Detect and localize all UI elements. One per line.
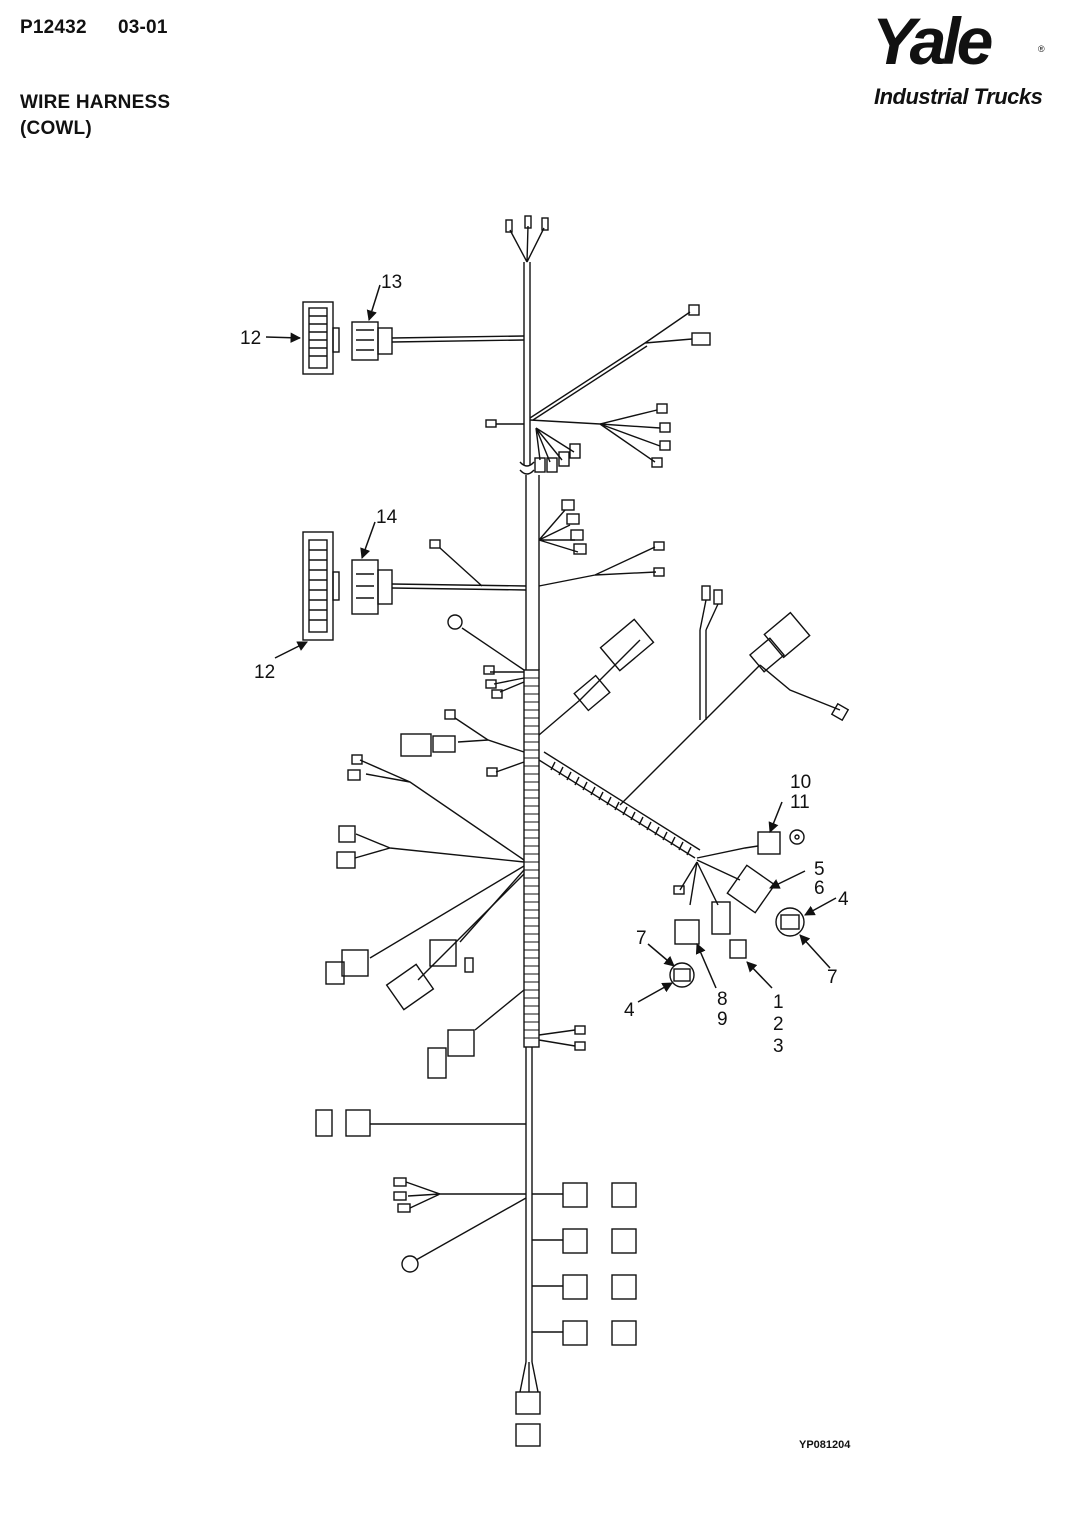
connector-12-upper	[302, 301, 340, 375]
arrow-14	[360, 521, 376, 559]
callout-3: 3	[773, 1036, 784, 1057]
diagonal-sleeve-branch	[538, 585, 850, 859]
arrow-4-right	[804, 897, 837, 916]
logo-wordmark: Yale	[872, 4, 993, 78]
arrow-5-6	[769, 870, 806, 889]
diagonal-right-connector	[538, 618, 655, 736]
document-number: P12432	[20, 17, 87, 38]
left-long-branches	[325, 754, 586, 1079]
logo-subtitle: Industrial Trucks	[874, 84, 1043, 109]
callout-11: 11	[790, 792, 810, 813]
bottom-connector	[515, 1361, 541, 1447]
callout-7-left: 7	[636, 928, 647, 949]
right-connector-cluster	[669, 829, 805, 988]
callout-6: 6	[814, 878, 825, 899]
callout-8: 8	[717, 989, 728, 1010]
top-terminal-leads	[505, 215, 549, 263]
callout-4-left: 4	[624, 1000, 635, 1021]
callout-9: 9	[717, 1009, 728, 1030]
callout-12-lower: 12	[254, 662, 275, 683]
callout-4-right: 4	[838, 889, 849, 910]
ring-terminal-branch	[447, 614, 525, 699]
branch-right-terminal-cluster	[538, 499, 665, 587]
left-connector-pair	[400, 709, 525, 777]
callout-12-upper: 12	[240, 328, 261, 349]
figure-code: YP081204	[799, 1439, 851, 1451]
lower-left-terminals	[393, 1177, 527, 1273]
connector-14	[351, 539, 527, 615]
arrow-1-2-3	[746, 961, 773, 989]
lower-right-connectors	[532, 1182, 637, 1346]
callout-1: 1	[773, 992, 784, 1013]
main-trunk	[523, 262, 540, 1362]
arrow-10-11	[768, 801, 783, 833]
arrow-4-left	[637, 982, 673, 1003]
registered-mark: ®	[1038, 44, 1045, 54]
callout-14: 14	[376, 507, 398, 528]
document-date: 03-01	[118, 17, 168, 38]
callout-10: 10	[790, 772, 811, 793]
connector-12-lower	[302, 531, 340, 641]
callout-2: 2	[773, 1014, 784, 1035]
arrow-12-bottom	[274, 641, 308, 659]
trunk-sleeve-hatching	[524, 677, 539, 1039]
arrow-7-left	[647, 943, 675, 967]
connector-13	[351, 321, 525, 361]
callout-7-right: 7	[827, 967, 838, 988]
arrow-12-top	[265, 332, 302, 343]
page-subtitle: (COWL)	[20, 118, 92, 139]
callout-13: 13	[381, 272, 402, 293]
upper-right-branch	[529, 304, 711, 421]
arrow-8-9	[695, 943, 717, 989]
brand-logo: Yale ® Industrial Trucks	[866, 8, 1074, 114]
arrow-7-right	[799, 934, 831, 969]
arrow-13	[366, 284, 381, 322]
branch-mid-right-terminals	[485, 403, 671, 475]
callout-5: 5	[814, 859, 825, 880]
page-title: WIRE HARNESS	[20, 92, 171, 113]
lower-left-connector	[315, 1109, 526, 1137]
